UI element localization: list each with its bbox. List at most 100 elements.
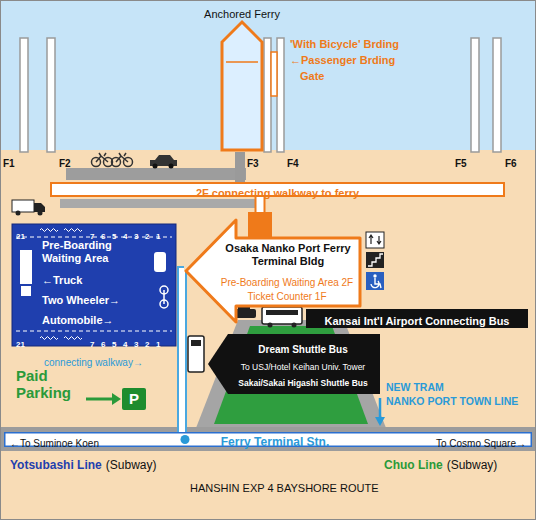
ferry-deck (226, 61, 258, 63)
text-slot: Pre-Boarding Waiting Area (42, 239, 134, 265)
tram-label: NEW TRAM (386, 381, 444, 394)
subway-line: Chuo Line (384, 458, 443, 473)
tram-label: NANKO PORT TOWN LINE (386, 395, 518, 408)
text-slot: 7 (90, 225, 94, 243)
bus-icon (292, 323, 297, 328)
subway-note: (Subway) (106, 458, 157, 473)
pier (277, 38, 284, 152)
text-slot: 2 (145, 225, 149, 243)
text-slot: Osaka Nanko Port Ferry Terminal Bldg (216, 242, 360, 268)
shuttle-route: To USJ/Hotel Keihan Univ. Tower (241, 361, 365, 373)
lane-gap (64, 337, 82, 340)
pier-label: F5 (455, 157, 467, 170)
text-slot: 6 (101, 225, 105, 243)
text-slot: 3 (134, 225, 138, 243)
pier-label: F6 (505, 157, 517, 170)
shuttle-name: Dream Shuttle Bus (258, 343, 347, 356)
pier-label: F4 (287, 157, 299, 170)
lane-number: 3 (134, 340, 138, 350)
walkway-connector (240, 152, 241, 182)
bike-icon (163, 290, 165, 304)
text-slot: 2F connecting walkway to ferry (50, 183, 505, 201)
connector-outline (182, 271, 184, 432)
text-slot: ←Truck (42, 270, 82, 288)
lane-number: 7 (90, 340, 94, 350)
lane-number: 1 (156, 232, 160, 242)
bus-stop-name: Kansai Int'l Airport Connecting Bus (325, 314, 510, 329)
car-icon (153, 164, 158, 169)
lane-gap (40, 229, 58, 232)
lane-number: 21 (16, 340, 25, 350)
text-slot: Two Wheeler→ (42, 290, 120, 308)
lane-number: 1 (156, 340, 160, 350)
text-slot: 7 (90, 333, 94, 351)
floor-label: Ticket Counter 1F (247, 291, 326, 303)
text-slot: ←Passenger Brding (290, 50, 395, 68)
shuttle-stop-arrow: Dream Shuttle Bus To USJ/Hotel Keihan Uni… (208, 334, 380, 394)
text-slot: Ticket Counter 1F (214, 286, 360, 304)
text-slot: F6 (505, 153, 517, 171)
service-road (60, 199, 260, 208)
parking-arrow (86, 398, 113, 401)
text-slot: 4 (123, 333, 127, 351)
truck-icon (20, 250, 32, 284)
lane-number: 2 (145, 232, 149, 242)
text-slot: F2 (59, 153, 71, 171)
text-slot: 21 (16, 225, 25, 243)
vehicle-ramp (66, 168, 246, 180)
walkway-connector (182, 271, 184, 432)
boarding-gate (271, 52, 277, 96)
text-slot: F3 (247, 153, 259, 171)
direction-label: ←To Suminoe Koen (10, 437, 99, 450)
direction-label: To Cosmo Square→ (436, 437, 526, 450)
text-slot: NANKO PORT TOWN LINE (386, 391, 518, 409)
car-icon (169, 164, 174, 169)
wheelchair-icon (373, 274, 376, 277)
parking-label: Paid Parking (16, 367, 82, 401)
connector-outline (255, 197, 266, 212)
text-slot: Ferry Terminal Stn. (200, 432, 350, 450)
text-slot: Chuo Line (384, 455, 443, 473)
text-slot: 3 (134, 333, 138, 351)
text-slot: connecting walkway→ (44, 352, 143, 370)
truck-icon (38, 211, 43, 216)
text-slot: 1 (156, 333, 160, 351)
walkway-band: 2F connecting walkway to ferry (50, 182, 505, 197)
text-slot: Paid Parking (16, 367, 82, 401)
bus-icon (262, 307, 302, 324)
bus-icon (268, 323, 273, 328)
lane-number: 2 (145, 340, 149, 350)
pier-label: F2 (59, 157, 71, 170)
shuttle-stop-fill (208, 334, 380, 394)
text-slot: 2 (145, 333, 149, 351)
text-slot: To Cosmo Square→ (436, 433, 526, 451)
bus-icon (191, 340, 201, 346)
text-slot: F5 (455, 153, 467, 171)
text-slot: 4 (123, 225, 127, 243)
elevator-icon (366, 232, 384, 248)
text-slot: Dream Shuttle Bus (230, 339, 376, 357)
text-slot: Sakai/Sakai Higashi Shuttle Bus (230, 372, 376, 390)
building-name: Osaka Nanko Port Ferry Terminal Bldg (216, 242, 360, 268)
floor-label: Pre-Boarding Waiting Area 2F (221, 277, 353, 289)
station-dot (181, 435, 190, 444)
text-slot: HANSHIN EXP 4 BAYSHORE ROUTE (190, 478, 378, 496)
truck-icon (16, 211, 21, 216)
parking-sign-fill (122, 388, 146, 410)
lane-number: 4 (123, 232, 127, 242)
land (0, 150, 536, 520)
pier-label: F1 (3, 157, 15, 170)
connector-fill (257, 197, 264, 212)
text-slot: 5 (112, 333, 116, 351)
text-slot: To USJ/Hotel Keihan Univ. Tower (230, 356, 376, 374)
wheelchair-icon (371, 278, 381, 288)
car-icon (154, 252, 166, 272)
bus-icon (266, 310, 298, 315)
text-slot: 21 (16, 333, 25, 351)
ferry-ship: Anchored Ferry (196, 2, 288, 152)
text-slot: Yotsubashi Line (10, 455, 102, 473)
walkway-note: connecting walkway→ (44, 356, 143, 369)
